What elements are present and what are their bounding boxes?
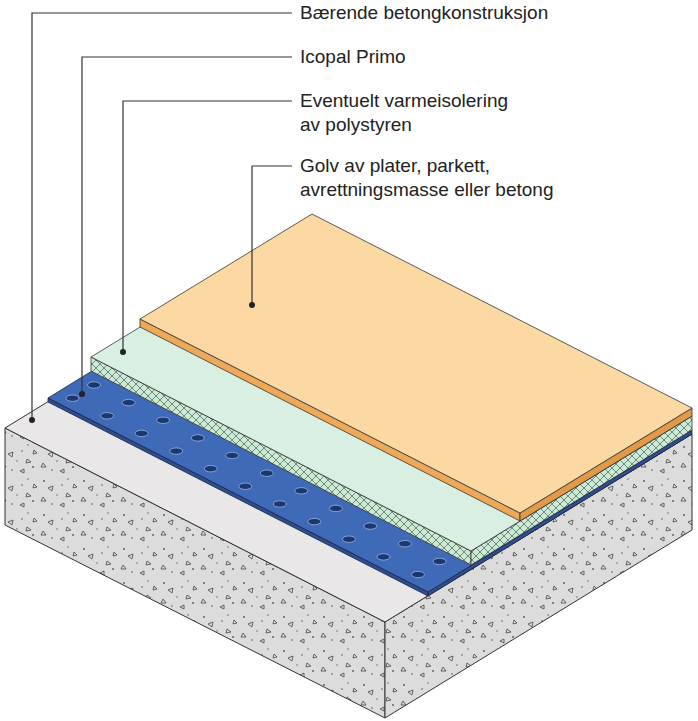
membrane-stud <box>226 452 239 458</box>
membrane-stud <box>273 501 286 507</box>
membrane-stud <box>239 483 252 489</box>
membrane-stud <box>157 417 170 423</box>
membrane-stud <box>260 470 273 476</box>
membrane-stud <box>329 505 342 511</box>
membrane-stud <box>191 435 204 441</box>
callout-label: Icopal Primo <box>300 45 690 69</box>
membrane-stud <box>135 430 148 436</box>
membrane-stud <box>364 523 377 529</box>
callout-label: Eventuelt varmeisolering av polystyren <box>300 89 528 137</box>
membrane-stud <box>122 399 135 405</box>
membrane-stud <box>377 554 390 560</box>
membrane-stud <box>170 448 183 454</box>
callout-label: Bærende betongkonstruksjon <box>300 1 690 25</box>
leader-dots <box>29 302 255 423</box>
callout-label: Golv av plater, parkett, avrettningsmass… <box>300 154 600 202</box>
membrane-stud <box>342 536 355 542</box>
membrane-stud <box>101 413 114 419</box>
membrane-stud <box>88 382 101 388</box>
leader-lines <box>32 13 292 420</box>
membrane-stud <box>66 395 79 401</box>
membrane-stud <box>308 518 321 524</box>
membrane-stud <box>398 541 411 547</box>
membrane-stud <box>433 558 446 564</box>
membrane-stud <box>412 571 425 577</box>
membrane-stud <box>295 488 308 494</box>
membrane-stud <box>204 466 217 472</box>
floor-top <box>140 214 692 513</box>
